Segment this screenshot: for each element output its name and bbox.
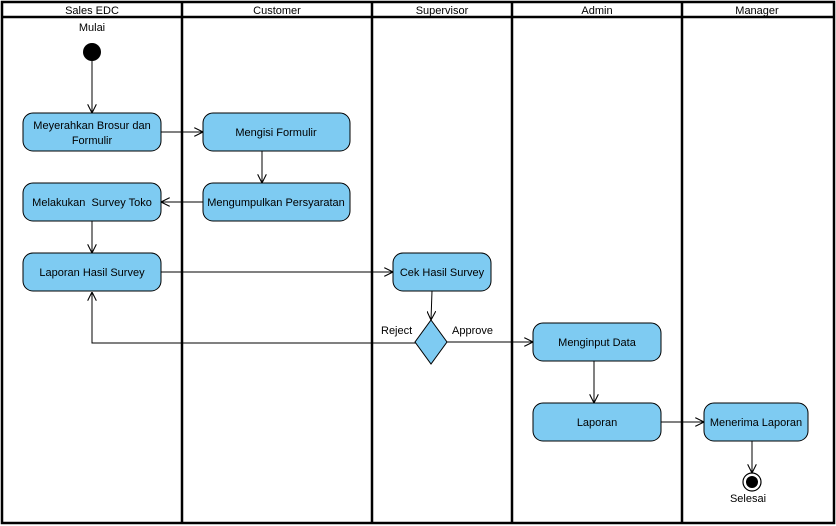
activity-brosur-line2: Formulir [72, 135, 113, 147]
activity-cek-survey: Cek Hasil Survey [392, 252, 492, 292]
activity-survey-toko: Melakukan Survey Toko [22, 182, 162, 222]
activity-terima-laporan: Menerima Laporan [703, 402, 809, 442]
end-node [742, 472, 762, 492]
edge-cek-to-decision [431, 290, 432, 320]
decision-reject-label: Reject [381, 325, 412, 337]
activity-cek-survey-label: Cek Hasil Survey [400, 267, 485, 279]
start-node [83, 43, 101, 61]
edge-reject-to-laporan [92, 292, 416, 344]
activity-laporan-label: Laporan [577, 417, 617, 429]
lane-title-admin: Admin [581, 5, 612, 17]
activity-kumpul-syarat-label: Mengumpulkan Persyaratan [207, 197, 345, 209]
lane-title-manager: Manager [735, 5, 779, 17]
lane-title-supervisor: Supervisor [416, 5, 469, 17]
lane-title-sales-edc: Sales EDC [65, 5, 119, 17]
activity-isi-formulir: Mengisi Formulir [202, 112, 351, 152]
activity-laporan-survey: Laporan Hasil Survey [22, 252, 162, 292]
activity-laporan: Laporan [532, 402, 662, 442]
activity-brosur: Meyerahkan Brosur dan Formulir [22, 112, 162, 152]
start-label: Mulai [79, 22, 105, 34]
activity-input-data-label: Menginput Data [558, 337, 637, 349]
end-label: Selesai [730, 493, 766, 505]
decision-approve-label: Approve [452, 325, 493, 337]
flow-edges [92, 61, 752, 473]
activity-brosur-line1: Meyerahkan Brosur dan [33, 120, 150, 132]
activity-terima-laporan-label: Menerima Laporan [710, 417, 802, 429]
activity-isi-formulir-label: Mengisi Formulir [235, 127, 317, 139]
activity-survey-toko-label: Melakukan Survey Toko [32, 197, 152, 209]
decision-node [414, 319, 448, 365]
lane-title-customer: Customer [253, 5, 301, 17]
activity-kumpul-syarat: Mengumpulkan Persyaratan [202, 182, 351, 222]
activity-laporan-survey-label: Laporan Hasil Survey [39, 267, 145, 279]
activity-input-data: Menginput Data [532, 322, 662, 362]
